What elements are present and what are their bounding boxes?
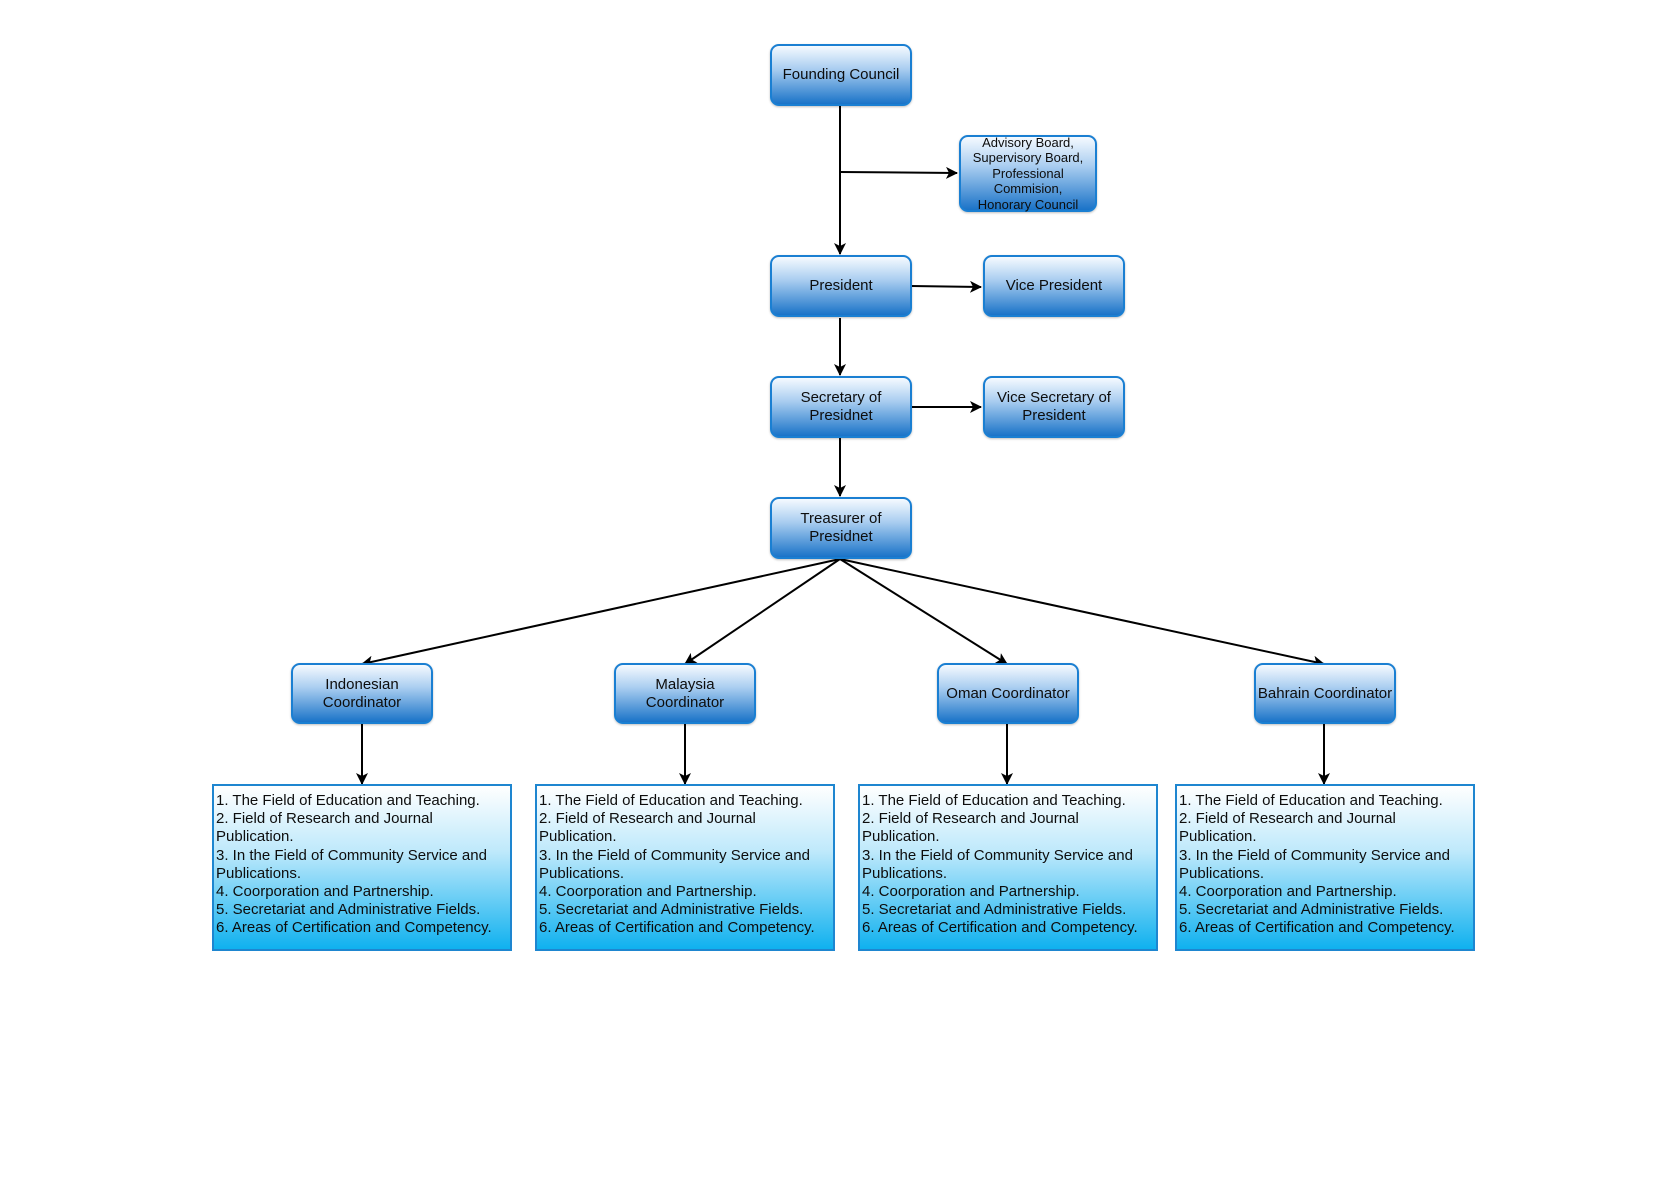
field-item: 2. Field of Research and Journal Publica… (1179, 810, 1396, 846)
coordinator-label-line: Malaysia (655, 675, 715, 693)
connector-president-vice (910, 280, 982, 293)
field-item: 5. Secretariat and Administrative Fields… (862, 901, 1127, 919)
coordinator-label-line: Coordinator (645, 693, 725, 711)
secretary-label-line: Secretary of (800, 389, 882, 406)
advisory-board-node[interactable]: Advisory Board, Supervisory Board, Profe… (959, 135, 1097, 212)
coordinator-label-line: Coordinator (322, 693, 402, 711)
field-item: 6. Areas of Certification and Competency… (862, 919, 1138, 937)
field-item: 4. Coorporation and Partnership. (539, 883, 757, 901)
field-item: 6. Areas of Certification and Competency… (539, 919, 815, 937)
field-item: 5. Secretariat and Administrative Fields… (1179, 901, 1444, 919)
treasurer-node[interactable]: Treasurer of Presidnet (770, 497, 912, 559)
field-item: 1. The Field of Education and Teaching. (1179, 792, 1443, 809)
field-item: 4. Coorporation and Partnership. (862, 883, 1080, 901)
field-item: 4. Coorporation and Partnership. (216, 883, 434, 901)
coordinator-bahrain-node[interactable]: Bahrain Coordinator (1254, 663, 1396, 724)
fields-box-bahrain: 1. The Field of Education and Teaching. … (1175, 784, 1475, 951)
field-item: 1. The Field of Education and Teaching. (216, 792, 480, 809)
vice-secretary-label-line: President (1022, 407, 1086, 424)
field-item: 3. In the Field of Community Service and… (1179, 846, 1450, 882)
field-item: 2. Field of Research and Journal Publica… (216, 810, 433, 846)
field-item: 5. Secretariat and Administrative Fields… (539, 901, 804, 919)
advisory-line: Advisory Board, (982, 134, 1074, 150)
coordinator-label-line: Indonesian (325, 675, 399, 693)
secretary-label-line: Presidnet (809, 407, 873, 424)
field-item: 3. In the Field of Community Service and… (539, 846, 810, 882)
field-item: 1. The Field of Education and Teaching. (539, 792, 803, 809)
coordinator-indonesia-node[interactable]: Indonesian Coordinator (291, 663, 433, 724)
field-item: 1. The Field of Education and Teaching. (862, 792, 1126, 809)
president-node[interactable]: President (770, 255, 912, 317)
field-item: 3. In the Field of Community Service and… (216, 846, 487, 882)
advisory-line: Supervisory Board, (972, 150, 1084, 166)
field-item: 3. In the Field of Community Service and… (862, 846, 1133, 882)
vice-secretary-label-line: Vice Secretary of (997, 389, 1111, 406)
field-item: 2. Field of Research and Journal Publica… (539, 810, 756, 846)
president-label: President (809, 277, 873, 294)
vice-secretary-node[interactable]: Vice Secretary of President (983, 376, 1125, 438)
advisory-line: Professional Commision, (992, 165, 1064, 197)
coordinator-label-line: Bahrain Coordinator (1257, 684, 1393, 702)
vice-president-node[interactable]: Vice President (983, 255, 1125, 317)
fields-box-malaysia: 1. The Field of Education and Teaching. … (535, 784, 835, 951)
field-item: 2. Field of Research and Journal Publica… (862, 810, 1079, 846)
connector-founding-advisory (839, 166, 958, 179)
field-item: 6. Areas of Certification and Competency… (216, 919, 492, 937)
connector-treasurer-oman (839, 558, 1008, 665)
secretary-node[interactable]: Secretary of Presidnet (770, 376, 912, 438)
founding-council-node[interactable]: Founding Council (770, 44, 912, 106)
founding-council-label: Founding Council (782, 66, 900, 83)
treasurer-label-line: Treasurer of (800, 510, 882, 527)
connector-treasurer-bahrain (839, 558, 1325, 668)
connector-treasurer-indonesia (361, 558, 841, 668)
vice-president-label: Vice President (1005, 277, 1103, 294)
treasurer-label-line: Presidnet (809, 528, 873, 545)
coordinator-label-line: Oman Coordinator (946, 684, 1070, 702)
field-item: 5. Secretariat and Administrative Fields… (216, 901, 481, 919)
connector-treasurer-malaysia (684, 558, 841, 665)
fields-box-indonesia: 1. The Field of Education and Teaching. … (212, 784, 512, 951)
coordinator-malaysia-node[interactable]: Malaysia Coordinator (614, 663, 756, 724)
field-item: 6. Areas of Certification and Competency… (1179, 919, 1455, 937)
field-item: 4. Coorporation and Partnership. (1179, 883, 1397, 901)
fields-box-oman: 1. The Field of Education and Teaching. … (858, 784, 1158, 951)
coordinator-oman-node[interactable]: Oman Coordinator (937, 663, 1079, 724)
advisory-line: Honorary Council (977, 196, 1079, 212)
